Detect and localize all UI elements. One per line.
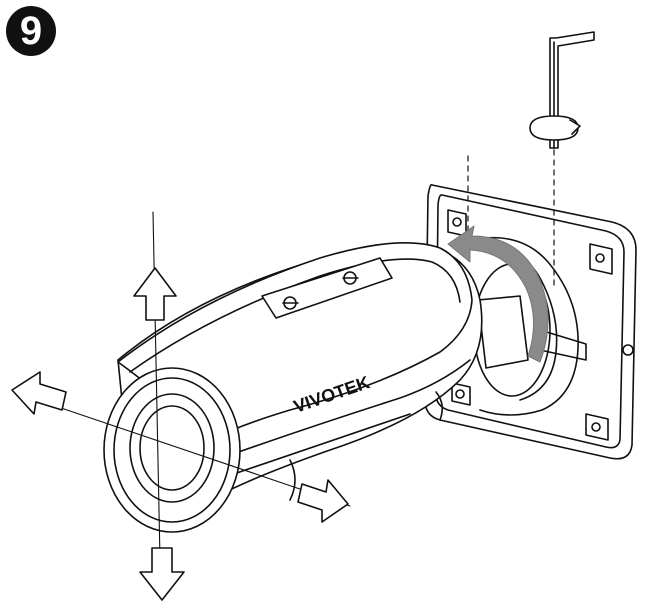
rotation-arrow bbox=[447, 225, 549, 363]
up-arrow-icon bbox=[133, 267, 177, 321]
screw-guide-lines bbox=[467, 149, 555, 286]
down-arrow-icon bbox=[139, 547, 185, 601]
camera-lens bbox=[103, 367, 241, 533]
mounting-plate bbox=[424, 183, 637, 460]
rotate-arrow-icon bbox=[529, 115, 581, 141]
step-number-badge: 9 bbox=[6, 6, 56, 56]
left-arrow-icon bbox=[11, 371, 67, 415]
right-arrow-icon bbox=[297, 479, 349, 523]
